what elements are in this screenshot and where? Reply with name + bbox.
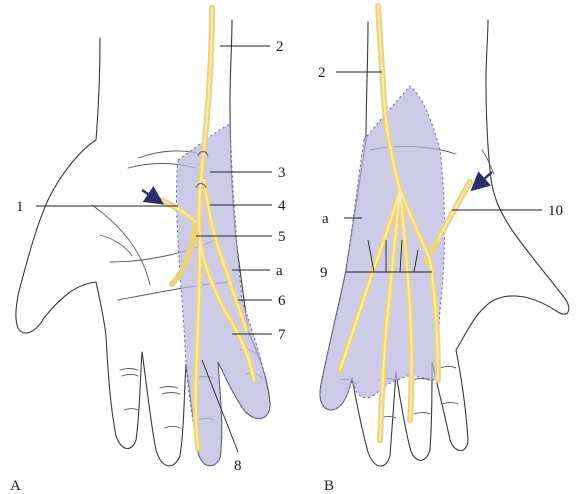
label-2-b: 2: [318, 65, 326, 81]
label-4: 4: [278, 198, 286, 214]
label-1: 1: [16, 199, 24, 215]
label-2-a: 2: [276, 39, 284, 55]
label-6: 6: [278, 293, 286, 309]
label-a-right: a: [322, 211, 329, 227]
label-9: 9: [320, 265, 328, 281]
label-7: 7: [278, 327, 286, 343]
panel-label-a: A: [10, 478, 21, 494]
panel-label-b: B: [324, 478, 334, 494]
label-5: 5: [278, 229, 286, 245]
label-8: 8: [234, 458, 242, 474]
label-10: 10: [548, 203, 563, 219]
label-3: 3: [278, 165, 286, 181]
label-a-left: a: [276, 263, 283, 279]
